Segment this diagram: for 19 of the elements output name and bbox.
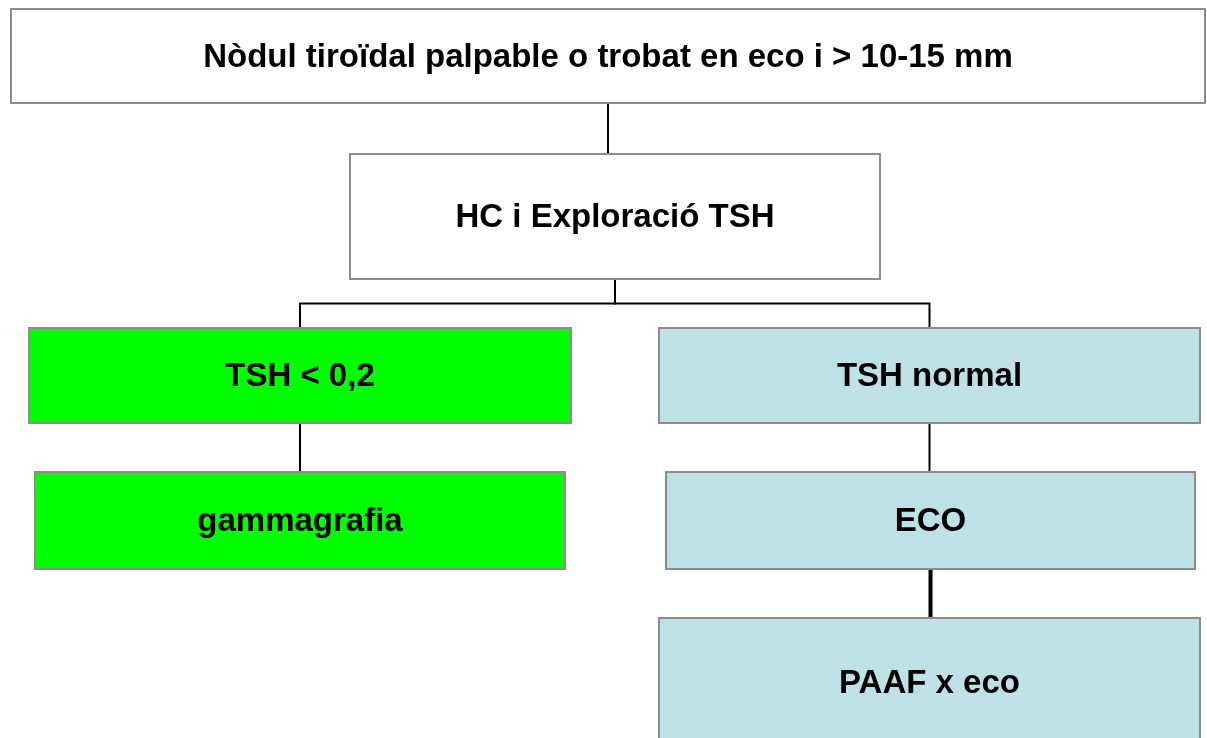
flow-box xyxy=(658,327,1201,424)
box-label: gammagrafia xyxy=(197,500,403,541)
box-label: PAAF x eco xyxy=(839,661,1020,702)
connector-line xyxy=(607,103,609,154)
connector-line xyxy=(928,423,931,472)
box-label: TSH normal xyxy=(836,355,1023,396)
box-label: HC i Exploració TSH xyxy=(455,196,775,237)
flow-box xyxy=(34,471,566,570)
box-label: ECO xyxy=(894,500,967,541)
connector-line xyxy=(928,570,933,617)
flow-box xyxy=(10,8,1206,104)
box-label: Nòdul tiroïdal palpable o trobat en eco i > 10-15 mm xyxy=(203,35,1013,76)
connector-line xyxy=(614,279,931,328)
box-label: TSH < 0,2 xyxy=(225,355,375,396)
flow-box xyxy=(28,327,572,424)
connector-line xyxy=(299,423,301,472)
flow-box xyxy=(665,471,1196,570)
flow-box xyxy=(349,153,881,280)
flow-box xyxy=(658,617,1201,738)
